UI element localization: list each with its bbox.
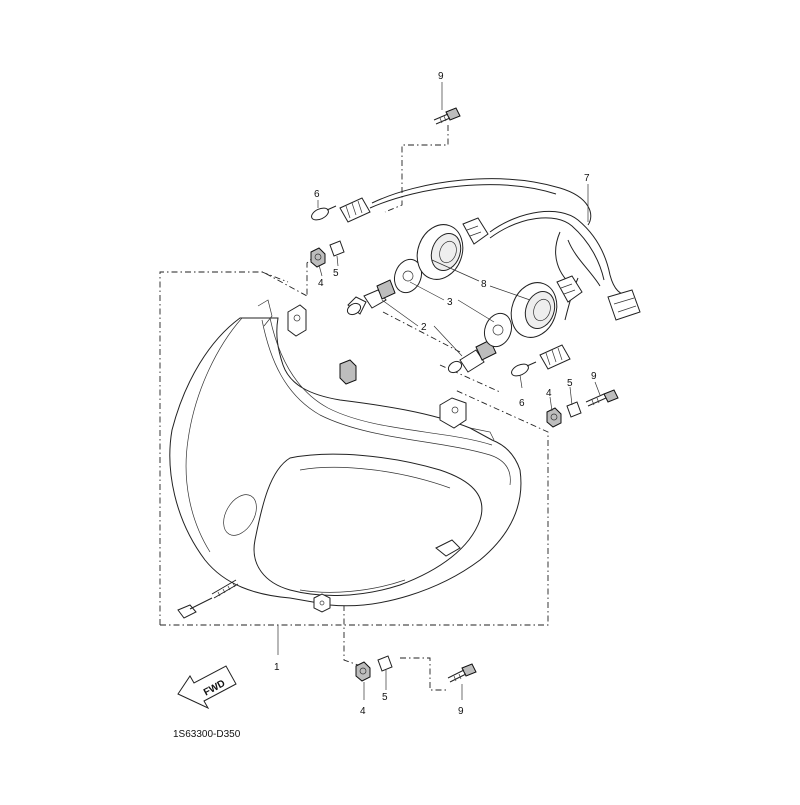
headlight-housing — [169, 299, 522, 613]
bulb-socket-cover-lower — [483, 312, 513, 348]
callout-3: 3 — [447, 297, 453, 308]
bolt-upper — [433, 107, 461, 125]
callout-4-right: 4 — [546, 388, 552, 399]
nut-right — [546, 407, 562, 428]
callout-labels: 9 6 7 4 5 8 3 2 6 4 5 9 1 5 4 9 — [274, 71, 597, 717]
callout-5-right: 5 — [567, 378, 573, 389]
callout-9-lower: 9 — [458, 706, 464, 717]
callout-6-upper: 6 — [314, 189, 320, 200]
headlight-bulb-lower — [447, 339, 497, 374]
drawing-code: 1S63300-D350 — [173, 729, 241, 740]
auxiliary-bulb-upper — [311, 205, 337, 221]
forward-direction-arrow: FWD — [177, 665, 237, 710]
collar-upper — [329, 240, 345, 257]
callout-5-upper: 5 — [333, 268, 339, 279]
nut-lower — [355, 661, 371, 682]
auxiliary-bulb-lower — [511, 361, 537, 377]
callout-7: 7 — [584, 173, 590, 184]
assembly-boundary — [159, 125, 549, 691]
nut-upper — [310, 247, 326, 268]
lead-wire-harness — [339, 178, 641, 370]
collar-right — [566, 401, 582, 418]
callout-9-right: 9 — [591, 371, 597, 382]
callout-2: 2 — [421, 322, 427, 333]
callout-1: 1 — [274, 662, 280, 673]
leader-lines — [277, 82, 601, 700]
callout-8: 8 — [481, 279, 487, 290]
dust-cover-upper — [416, 224, 464, 280]
dust-cover-lower — [510, 282, 558, 338]
callout-9-upper: 9 — [438, 71, 444, 82]
callout-6-right: 6 — [519, 398, 525, 409]
callout-5-lower: 5 — [382, 692, 388, 703]
collar-lower — [377, 655, 393, 672]
bolt-right — [585, 389, 619, 407]
adjusting-screw — [177, 579, 239, 619]
headlight-bulb-upper — [346, 279, 396, 316]
bolt-lower — [447, 663, 477, 683]
callout-4-lower: 4 — [360, 706, 366, 717]
callout-4-upper: 4 — [318, 278, 324, 289]
